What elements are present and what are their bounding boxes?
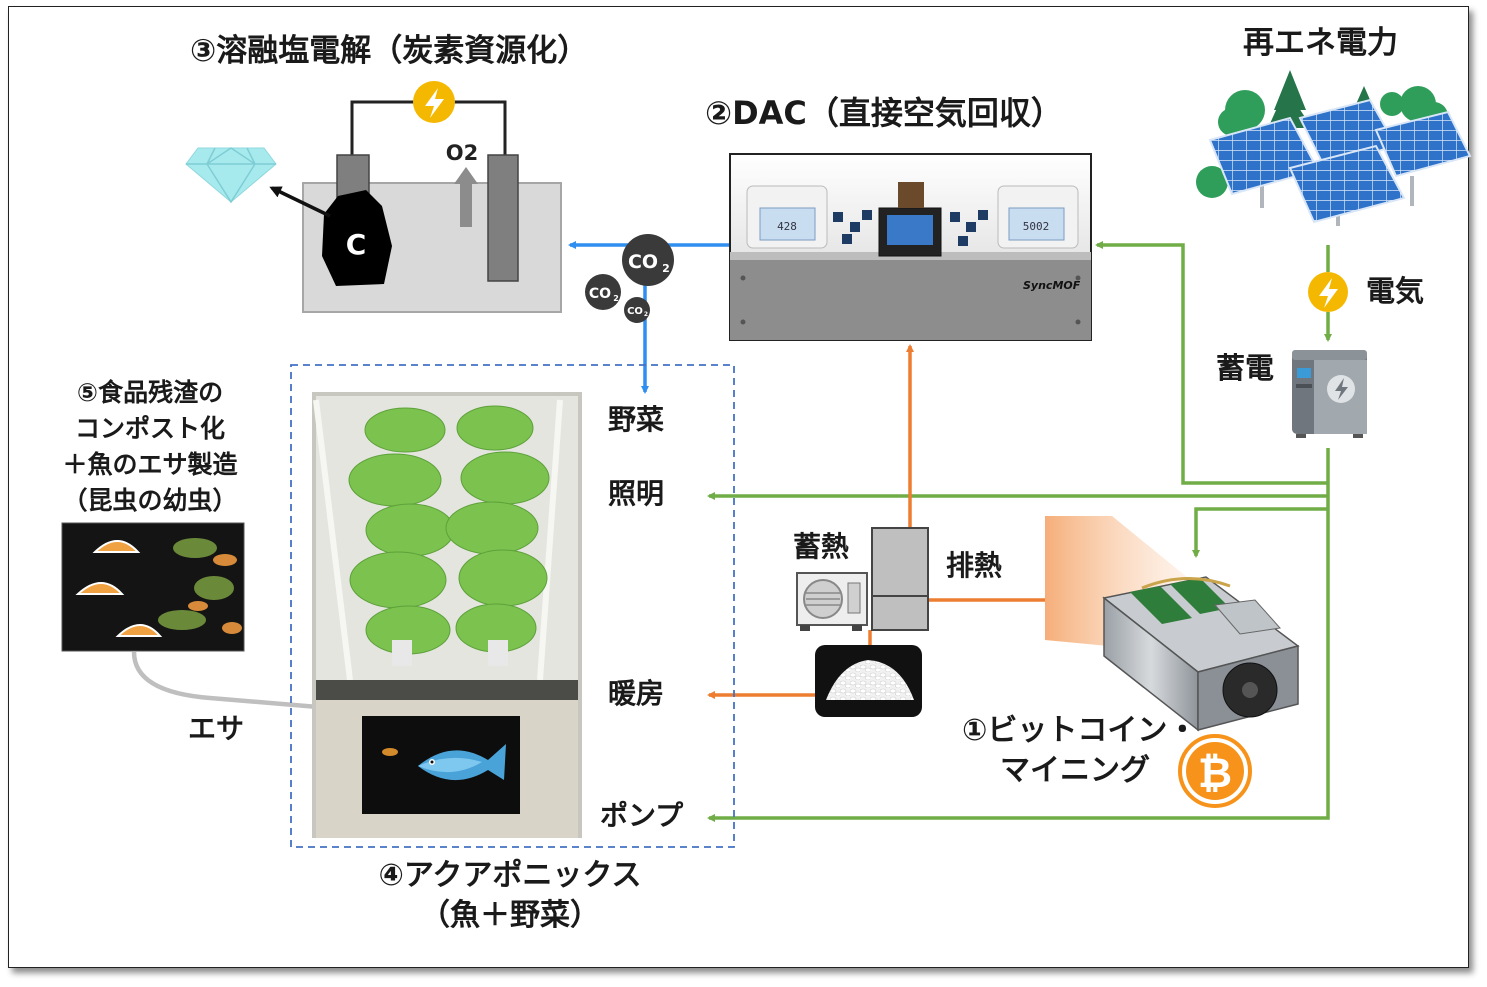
co2-bubble-medium: CO 2 — [585, 274, 621, 310]
carbon-deposit — [322, 190, 392, 286]
electrolysis-bolt-icon — [413, 81, 455, 123]
co2-bubble-small: CO 2 — [624, 297, 650, 323]
compost-line-4: （昆虫の幼虫） — [62, 486, 238, 515]
heat-storage-label: 蓄熱 — [793, 530, 850, 563]
fish-illustration — [418, 744, 506, 781]
dac-brand: SyncMOF — [1023, 279, 1081, 292]
heat-pump-unit — [796, 572, 868, 631]
dac-device-photo: SyncMOF 428 5002 — [729, 153, 1092, 341]
compost-title: ⑤食品残渣の コンポスト化 ＋魚のエサ製造 （昆虫の幼虫） — [45, 375, 255, 519]
carbon-arrow — [269, 186, 331, 218]
mining-title: ①ビットコイン・ マイニング — [962, 711, 1197, 791]
green-power-lines — [707, 241, 1332, 822]
carbon-label: C — [346, 228, 367, 261]
renewable-title: 再エネ電力 — [1243, 25, 1398, 61]
waste-heat-label: 排熱 — [946, 549, 1003, 582]
orange-heat-lines — [707, 344, 1045, 699]
molten-salt-title: ③溶融塩電解（炭素資源化） — [190, 33, 589, 69]
co2-bubble-large: CO 2 — [622, 234, 674, 286]
electricity-bolt-icon — [1308, 272, 1348, 312]
aquaponics-photo — [312, 392, 582, 838]
electricity-label: 電気 — [1366, 274, 1425, 308]
dac-reading-left: 428 — [777, 220, 797, 233]
oxygen-label: O2 — [446, 141, 478, 165]
anode-rod — [487, 154, 519, 282]
battery-to-dac-line — [1095, 241, 1328, 485]
battery-to-pump-line — [707, 448, 1330, 822]
compost-photo — [61, 522, 245, 652]
aquaponics-line-1: ④アクアポニックス — [378, 858, 642, 893]
battery-to-miner-line — [1192, 507, 1328, 558]
aquaponics-box — [290, 364, 735, 848]
electrolysis-cell: C O2 — [269, 100, 562, 313]
svg-text:₿: ₿ — [1198, 748, 1232, 797]
vegetables-label: 野菜 — [608, 403, 665, 436]
svg-text:CO: CO — [589, 286, 611, 302]
bitcoin-miner — [1102, 576, 1300, 732]
svg-text:2: 2 — [662, 262, 670, 275]
compost-line-2: コンポスト化 — [74, 414, 225, 443]
aquaponics-line-2: （魚＋野菜） — [420, 898, 600, 933]
renewable-illustration — [1196, 70, 1472, 226]
mining-line-2: マイニング — [1000, 753, 1150, 788]
feed-label: エサ — [188, 712, 245, 745]
dac-reading-right: 5002 — [1023, 220, 1050, 233]
lighting-label: 照明 — [608, 477, 665, 510]
oxygen-arrow-shaft — [460, 183, 472, 227]
battery-icon — [1292, 350, 1367, 438]
mining-line-1: ①ビットコイン・ — [962, 713, 1198, 748]
compost-line-3: ＋魚のエサ製造 — [62, 450, 238, 479]
oxygen-arrow-head — [454, 167, 478, 184]
heat-storage-pellets — [815, 645, 922, 717]
pump-label: ポンプ — [600, 799, 684, 832]
dac-title: ②DAC（直接空気回収） — [705, 94, 1063, 132]
heat-storage-tank — [871, 527, 929, 631]
heating-label: 暖房 — [608, 677, 665, 710]
svg-text:2: 2 — [613, 294, 619, 303]
storage-battery-label: 蓄電 — [1216, 351, 1275, 385]
aquaponics-title: ④アクアポニックス （魚＋野菜） — [340, 856, 680, 936]
diamond-icon — [185, 147, 277, 204]
svg-text:CO: CO — [627, 306, 643, 317]
bitcoin-icon: ₿ — [1178, 734, 1252, 808]
compost-line-1: ⑤食品残渣の — [76, 378, 224, 407]
svg-text:CO: CO — [628, 251, 658, 273]
svg-text:2: 2 — [644, 311, 648, 318]
